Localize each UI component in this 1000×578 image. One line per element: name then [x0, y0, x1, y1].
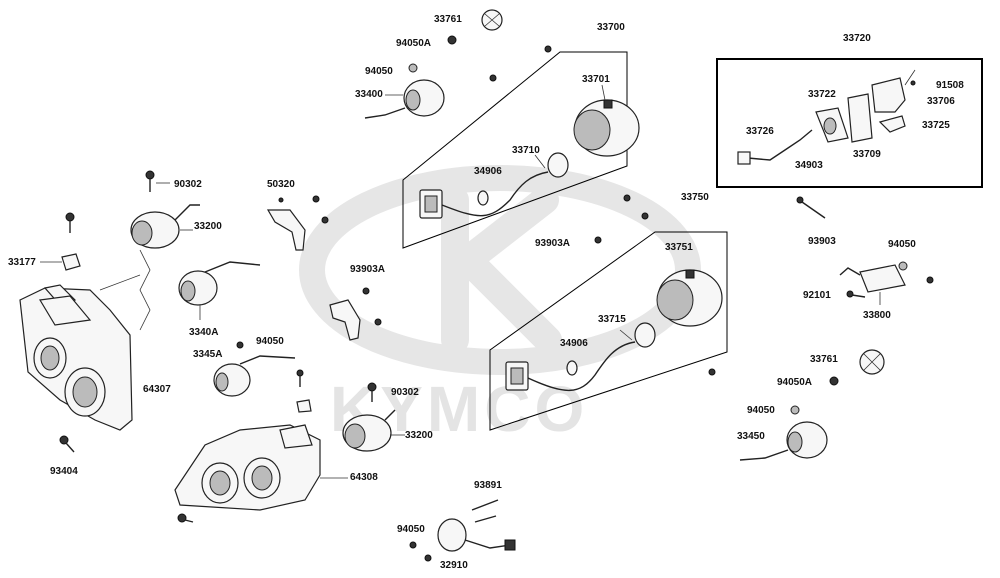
socket-3340A	[178, 261, 261, 320]
part-label-94050-bottom: 94050	[397, 524, 425, 535]
relay-32910	[409, 499, 516, 562]
part-label-34903: 34903	[795, 160, 823, 171]
nut-94050A-right	[829, 376, 839, 386]
part-label-33751: 33751	[665, 242, 693, 253]
tail-lamp-33720	[737, 69, 916, 165]
part-label-93903A-mid: 93903A	[535, 238, 571, 249]
part-label-50320: 50320	[267, 179, 295, 190]
group-frame-33750	[489, 231, 728, 431]
part-label-33400: 33400	[355, 89, 383, 100]
part-label-94050-left: 94050	[256, 336, 284, 347]
bolt-near-33177	[65, 212, 75, 233]
clip-center	[296, 399, 312, 413]
part-label-94050-right: 94050	[888, 239, 916, 250]
part-label-33722: 33722	[808, 89, 836, 100]
part-label-33706: 33706	[927, 96, 955, 107]
part-label-91508: 91508	[936, 80, 964, 91]
part-label-33750: 33750	[681, 192, 709, 203]
part-label-33700: 33700	[597, 22, 625, 33]
part-label-93891: 93891	[474, 480, 502, 491]
part-label-33715: 33715	[598, 314, 626, 325]
part-label-33709: 33709	[853, 149, 881, 160]
bracket-93903A-left	[329, 287, 370, 341]
harness-33715	[505, 322, 656, 392]
part-label-3345A: 3345A	[193, 349, 223, 360]
part-label-93903: 93903	[808, 236, 836, 247]
part-label-93404: 93404	[50, 466, 78, 477]
part-label-33200-bottom: 33200	[405, 430, 433, 441]
cap-33761-right	[859, 349, 885, 375]
part-label-3340A: 3340A	[189, 327, 219, 338]
part-label-64307: 64307	[143, 384, 171, 395]
clip-33177	[61, 253, 81, 271]
harness-33710	[419, 152, 569, 219]
bolt-center	[296, 369, 304, 387]
nut-94050A-top	[447, 35, 457, 45]
bulb-34906-bottom	[566, 360, 578, 376]
part-label-33450: 33450	[737, 431, 765, 442]
part-label-94050-right-low: 94050	[747, 405, 775, 416]
part-label-64308: 64308	[350, 472, 378, 483]
part-label-33200-top: 33200	[194, 221, 222, 232]
license-lamp-33800	[839, 261, 934, 305]
nut-94050-right-low	[790, 405, 800, 415]
part-label-34906-top: 34906	[474, 166, 502, 177]
part-label-33701: 33701	[582, 74, 610, 85]
screw-90302-top	[145, 170, 170, 192]
bracket-50320	[266, 197, 306, 251]
part-label-94050-top: 94050	[365, 66, 393, 77]
part-label-32910: 32910	[440, 560, 468, 571]
part-label-33726: 33726	[746, 126, 774, 137]
headlight-housing-64307	[19, 249, 151, 431]
part-label-33720: 33720	[843, 33, 871, 44]
bolt-93404	[59, 435, 75, 453]
part-label-90302-top: 90302	[174, 179, 202, 190]
bolt-64308	[177, 513, 194, 523]
part-label-94050A-top: 94050A	[396, 38, 432, 49]
part-label-90302-bottom: 90302	[391, 387, 419, 398]
socket-33400	[364, 79, 445, 119]
part-label-33800: 33800	[863, 310, 891, 321]
fog-lamp-33200-bottom	[342, 409, 405, 452]
part-label-33761-top: 33761	[434, 14, 462, 25]
nut-94050-top	[408, 63, 418, 73]
part-label-33725: 33725	[922, 120, 950, 131]
group-frame-33720	[716, 58, 983, 188]
part-label-33761-right: 33761	[810, 354, 838, 365]
cap-33761-top	[481, 9, 503, 31]
part-label-34906-bottom: 34906	[560, 338, 588, 349]
screw-93903	[796, 196, 826, 219]
screw-92101	[846, 290, 866, 298]
part-label-33177: 33177	[8, 257, 36, 268]
headlight-housing-64308	[174, 424, 348, 511]
part-label-93903A-left: 93903A	[350, 264, 386, 275]
socket-33450	[739, 421, 828, 461]
screw-90302-bottom	[367, 382, 377, 402]
headlamp-33751	[656, 269, 723, 327]
screw-set-33700	[312, 45, 716, 376]
bulb-34906-top	[477, 190, 489, 206]
part-label-92101: 92101	[803, 290, 831, 301]
fog-lamp-33200-top	[130, 204, 200, 249]
part-label-94050A-right: 94050A	[777, 377, 813, 388]
headlamp-33701	[573, 84, 640, 157]
socket-3345A	[213, 341, 296, 397]
part-label-33710: 33710	[512, 145, 540, 156]
